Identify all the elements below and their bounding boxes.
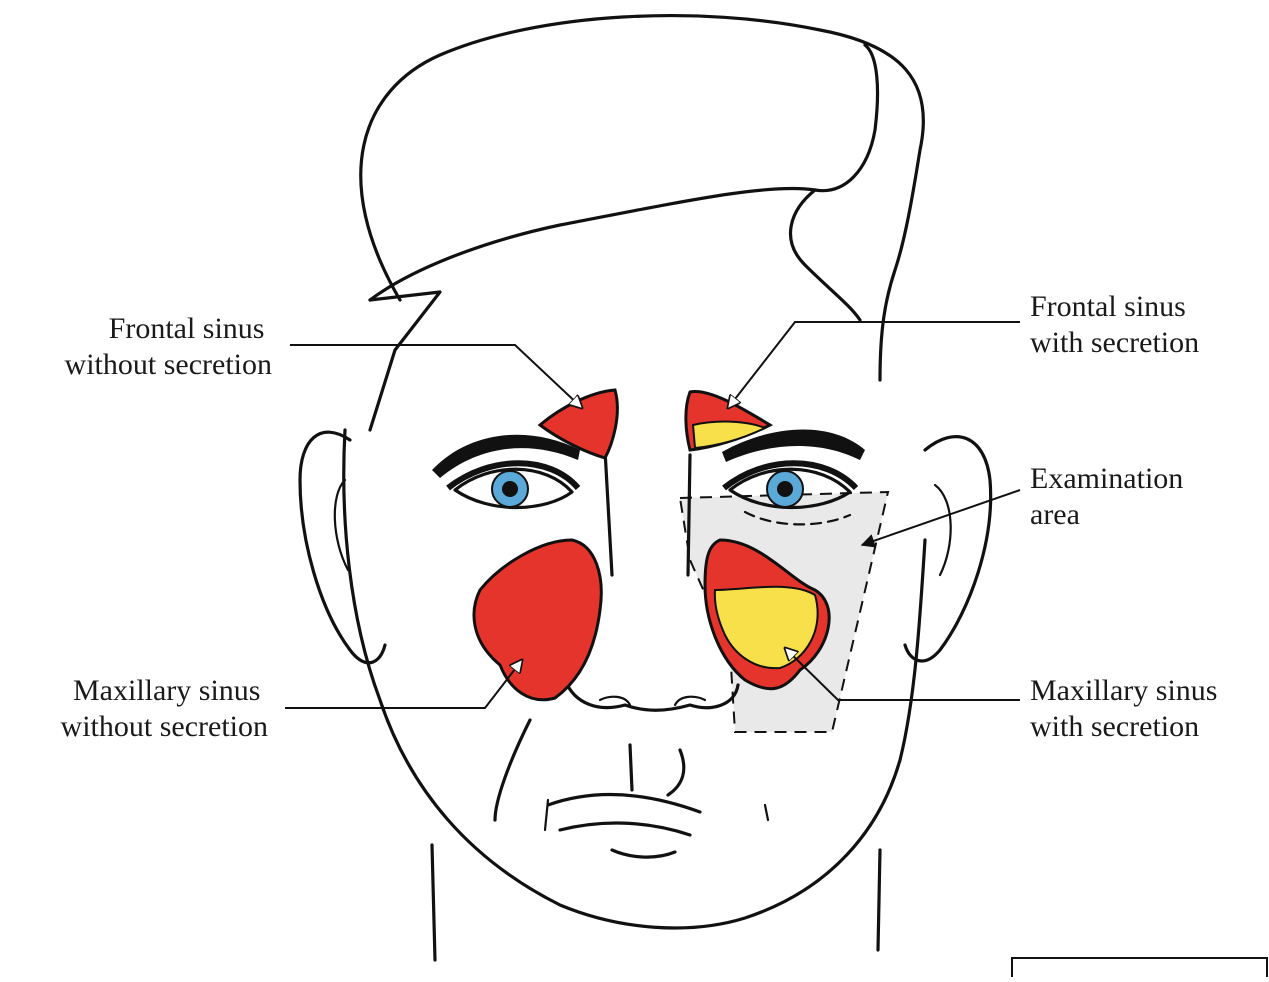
corner-box xyxy=(1012,958,1267,977)
left-eye xyxy=(448,463,578,507)
lower-face xyxy=(495,720,768,857)
leader-maxillary-without xyxy=(285,660,522,708)
label-maxillary-without: Maxillary sinus without secretion xyxy=(61,674,268,743)
label-frontal-without: Frontal sinus without secretion xyxy=(65,312,272,381)
leader-frontal-without xyxy=(290,345,582,408)
label-frontal-with: Frontal sinus with secretion xyxy=(1030,290,1199,359)
label-maxillary-with: Maxillary sinus with secretion xyxy=(1030,674,1225,743)
head-outline xyxy=(344,16,925,960)
maxillary-sinus-left xyxy=(474,540,601,700)
leader-frontal-with xyxy=(728,322,1020,408)
label-examination: Examination area xyxy=(1030,462,1191,531)
